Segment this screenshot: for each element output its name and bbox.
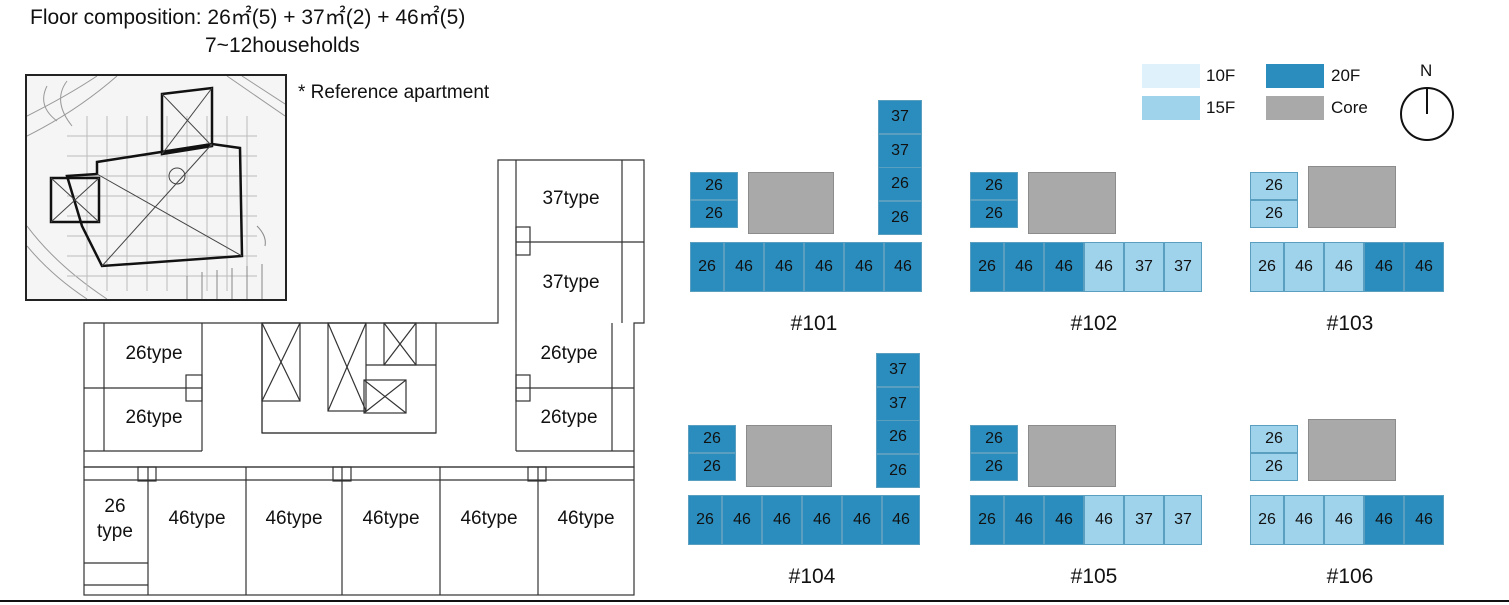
unit-cell: 37 bbox=[876, 353, 920, 387]
room-label: 26type bbox=[125, 407, 183, 428]
building-name-label: #101 bbox=[790, 312, 838, 335]
unit-cell: 26 bbox=[1250, 425, 1298, 453]
unit-cell: 46 bbox=[764, 242, 804, 292]
unit-cell: 46 bbox=[1084, 242, 1124, 292]
unit-cell: 26 bbox=[1250, 200, 1298, 228]
room-label: 26type bbox=[540, 343, 598, 364]
unit-cell: 37 bbox=[878, 133, 922, 168]
unit-cell: 46 bbox=[1004, 242, 1044, 292]
room-label: 37type bbox=[542, 272, 600, 293]
room-label: 46type bbox=[265, 508, 323, 529]
unit-cell: 26 bbox=[876, 420, 920, 454]
unit-cell: 37 bbox=[1164, 495, 1202, 545]
room-label: 26type bbox=[125, 343, 183, 364]
unit-cell: 26 bbox=[1250, 242, 1284, 292]
unit-cell: 26 bbox=[878, 200, 922, 235]
legend-label-20f: 20F bbox=[1331, 66, 1361, 85]
unit-cell: 46 bbox=[882, 495, 920, 545]
room-label: 26 bbox=[104, 496, 126, 517]
unit-cell: 46 bbox=[1324, 495, 1364, 545]
building-name-label: #104 bbox=[788, 565, 836, 588]
room-label: 46type bbox=[557, 508, 615, 529]
core-block bbox=[746, 425, 832, 487]
unit-cell: 46 bbox=[884, 242, 922, 292]
north-compass-icon bbox=[1398, 84, 1456, 147]
unit-cell: 26 bbox=[690, 242, 724, 292]
unit-cell: 26 bbox=[970, 242, 1004, 292]
unit-cell: 26 bbox=[688, 453, 736, 481]
unit-cell: 26 bbox=[970, 200, 1018, 228]
unit-cell: 46 bbox=[804, 242, 844, 292]
building-name-label: #106 bbox=[1326, 565, 1374, 588]
unit-cell: 46 bbox=[1044, 242, 1084, 292]
core-block bbox=[1308, 419, 1396, 481]
room-label: 46type bbox=[168, 508, 226, 529]
building-name-label: #103 bbox=[1326, 312, 1374, 335]
unit-cell: 46 bbox=[1324, 242, 1364, 292]
building-name-label: #102 bbox=[1070, 312, 1118, 335]
unit-cell: 26 bbox=[878, 167, 922, 201]
unit-cell: 26 bbox=[970, 425, 1018, 453]
legend-swatch-20f bbox=[1266, 64, 1324, 88]
unit-cell: 46 bbox=[1084, 495, 1124, 545]
reference-apartment-note: * Reference apartment bbox=[298, 82, 490, 103]
unit-cell: 26 bbox=[1250, 495, 1284, 545]
unit-cell: 26 bbox=[1250, 453, 1298, 481]
room-label: type bbox=[97, 521, 133, 542]
legend-label-10f: 10F bbox=[1206, 66, 1236, 85]
legend-label-15f: 15F bbox=[1206, 98, 1236, 117]
core-block bbox=[1028, 425, 1116, 487]
unit-cell: 46 bbox=[1044, 495, 1084, 545]
unit-cell: 46 bbox=[844, 242, 884, 292]
unit-cell: 26 bbox=[688, 425, 736, 453]
unit-cell: 37 bbox=[878, 100, 922, 134]
unit-cell: 26 bbox=[970, 172, 1018, 200]
unit-cell: 46 bbox=[1404, 495, 1444, 545]
core-block bbox=[748, 172, 834, 234]
room-label: 46type bbox=[362, 508, 420, 529]
unit-cell: 37 bbox=[1164, 242, 1202, 292]
site-map bbox=[25, 74, 287, 301]
unit-cell: 37 bbox=[876, 386, 920, 421]
unit-cell: 26 bbox=[876, 453, 920, 488]
core-block bbox=[1308, 166, 1396, 228]
unit-cell: 46 bbox=[722, 495, 762, 545]
unit-cell: 46 bbox=[802, 495, 842, 545]
floor-composition-title: Floor composition: 26㎡(5) + 37㎡(2) + 46㎡… bbox=[30, 6, 466, 29]
legend-swatch-15f bbox=[1142, 96, 1200, 120]
unit-cell: 37 bbox=[1124, 242, 1164, 292]
unit-cell: 46 bbox=[724, 242, 764, 292]
unit-cell: 26 bbox=[690, 172, 738, 200]
bottom-rule bbox=[0, 600, 1509, 602]
unit-cell: 26 bbox=[1250, 172, 1298, 200]
unit-cell: 46 bbox=[1364, 242, 1404, 292]
room-label: 37type bbox=[542, 188, 600, 209]
room-label: 46type bbox=[460, 508, 518, 529]
room-label: 26type bbox=[540, 407, 598, 428]
unit-cell: 26 bbox=[970, 495, 1004, 545]
legend-swatch-10f bbox=[1142, 64, 1200, 88]
unit-cell: 26 bbox=[690, 200, 738, 228]
north-label: N bbox=[1420, 61, 1433, 80]
core-block bbox=[1028, 172, 1116, 234]
households-subtitle: 7~12households bbox=[205, 34, 360, 57]
site-map-drawing bbox=[27, 76, 285, 299]
legend-label-core: Core bbox=[1331, 98, 1368, 117]
unit-cell: 26 bbox=[688, 495, 722, 545]
unit-cell: 46 bbox=[842, 495, 882, 545]
building-name-label: #105 bbox=[1070, 565, 1118, 588]
unit-cell: 46 bbox=[1004, 495, 1044, 545]
unit-cell: 46 bbox=[1404, 242, 1444, 292]
unit-cell: 46 bbox=[1284, 495, 1324, 545]
unit-cell: 46 bbox=[762, 495, 802, 545]
legend-swatch-core bbox=[1266, 96, 1324, 120]
unit-cell: 26 bbox=[970, 453, 1018, 481]
unit-cell: 37 bbox=[1124, 495, 1164, 545]
unit-cell: 46 bbox=[1284, 242, 1324, 292]
unit-cell: 46 bbox=[1364, 495, 1404, 545]
